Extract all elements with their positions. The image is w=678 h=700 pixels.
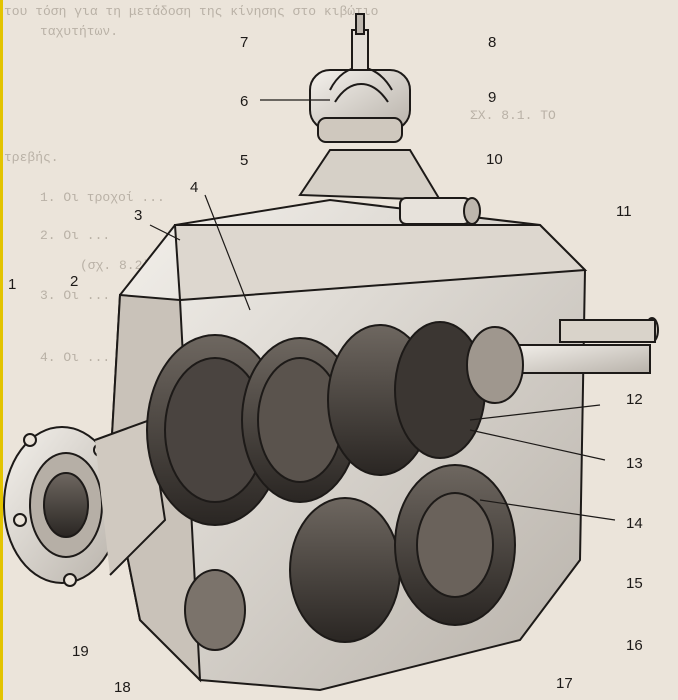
background-text-line: 3. Οι ... — [40, 288, 111, 303]
callout-label: 8 — [488, 34, 497, 51]
callout-label: 5 — [240, 152, 249, 169]
callout-label: 16 — [626, 637, 643, 654]
background-text-line: (σχ. 8.2). — [80, 258, 159, 273]
callout-label: 1 — [8, 276, 17, 293]
callout-label: 13 — [626, 455, 643, 472]
gear-train — [146, 321, 516, 651]
callout-label: 2 — [70, 273, 79, 290]
input-shaft — [466, 317, 659, 404]
callout-label: 12 — [626, 391, 643, 408]
callout-label: 7 — [240, 34, 249, 51]
reverse-light-switch — [399, 197, 481, 225]
background-text-line: τρεβής. — [4, 150, 59, 165]
shift-housing — [298, 13, 442, 202]
background-text-line: του τόση για τη μετάδοση της κίνησης στο… — [4, 4, 379, 19]
callout-label: 18 — [114, 679, 131, 696]
output-flange — [3, 418, 167, 587]
page-edge-highlight — [0, 0, 3, 700]
background-text-line: ταχυτήτων. — [40, 24, 119, 39]
callout-label: 11 — [616, 203, 632, 220]
callout-label: 14 — [626, 515, 643, 532]
callout-label: 3 — [134, 207, 143, 224]
background-text-line: 2. Οι ... — [40, 228, 111, 243]
callout-label: 10 — [486, 151, 503, 168]
background-text-line: 1. Οι τροχοί ... — [40, 190, 165, 205]
callout-label: 4 — [190, 179, 199, 196]
callout-label: 17 — [556, 675, 573, 692]
callout-label: 15 — [626, 575, 643, 592]
callout-label: 6 — [240, 93, 249, 110]
background-text-line: ΣΧ. 8.1. ΤΟ — [470, 108, 556, 123]
leader-lines — [149, 99, 616, 521]
callout-label: 19 — [72, 643, 89, 660]
callout-label: 9 — [488, 89, 497, 106]
background-text-line: 4. Οι ... — [40, 350, 111, 365]
